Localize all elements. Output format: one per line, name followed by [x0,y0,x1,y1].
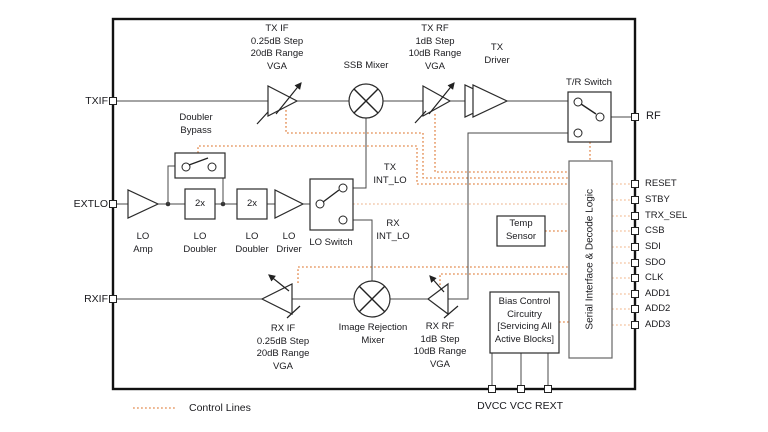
tx-path-wires [117,100,631,118]
pin-label-add1: ADD1 [645,288,671,299]
lo-path-wires [117,118,373,281]
pin-label-rf: RF [646,110,661,122]
pin-label-extlo: EXTLO [73,198,108,210]
pin-rext [544,385,552,393]
pin-add2 [631,305,639,313]
tx-driver-label: TX Driver [484,42,510,66]
tr-switch-box [567,91,612,143]
pin-extlo [109,200,117,208]
pin-label-dvcc: DVCC [477,400,507,412]
lo-doubler-2-box [236,188,268,220]
bias-control-box [489,291,560,354]
tx-rf-vga-label: TX RF 1dB Step 10dB Range VGA [408,23,462,72]
ssb-mixer-label: SSB Mixer [343,60,389,71]
lo-doubler-1-box [184,188,216,220]
pin-label-sdi: SDI [645,241,661,252]
control-line-doubler-bypass [197,145,569,185]
pin-rxif [109,295,117,303]
bias-control-label: Bias Control Circuitry [Servicing All Ac… [494,296,555,345]
pin-label-reset: RESET [645,178,677,189]
legend-control-lines-label: Control Lines [189,402,251,414]
pin-label-add2: ADD2 [645,303,671,314]
ssb-mixer-symbol [348,83,384,119]
image-rejection-mixer-label: Image Rejection Mixer [338,322,408,346]
serial-interface-box [568,160,613,359]
pin-label-stby: STBY [645,194,670,205]
tx-if-vga-symbol [256,82,302,125]
serial-pin-links [612,183,631,326]
temp-sensor-label: Temp Sensor [505,218,537,242]
pin-label-trx-sel: TRX_SEL [645,210,688,221]
tr-switch-label: T/R Switch [566,77,612,88]
lo-switch-box [309,178,354,231]
pin-label-txif: TXIF [85,95,108,107]
control-line-txif-vga [285,110,569,179]
pin-label-clk: CLK [645,272,664,283]
doubler-bypass-switch [174,152,226,179]
control-line-rxrf-vga [439,273,569,285]
rx-int-lo-label: RX INT_LO [376,218,410,242]
pin-label-rxif: RXIF [84,293,108,305]
pin-sdi [631,243,639,251]
rx-rf-vga-label: RX RF 1dB Step 10dB Range VGA [413,321,467,370]
rx-if-vga-symbol [260,274,301,319]
lo-doubler-2-label: LO Doubler [235,231,269,255]
tx-if-vga-label: TX IF 0.25dB Step 20dB Range VGA [250,23,304,72]
rx-path-wires [117,132,575,300]
pin-label-sdo: SDO [645,257,666,268]
rx-if-vga-label: RX IF 0.25dB Step 20dB Range VGA [256,323,310,372]
pin-add3 [631,321,639,329]
doubler-2-label: 2x [246,198,258,209]
lo-driver-symbol [274,189,305,219]
doubler-1-label: 2x [194,198,206,209]
pin-txif [109,97,117,105]
lo-amp-symbol [127,189,160,219]
pin-label-rext: REXT [534,400,564,412]
pin-label-vcc: VCC [509,400,533,412]
pin-stby [631,196,639,204]
pin-clk [631,274,639,282]
lo-switch-label: LO Switch [309,237,353,248]
image-rejection-mixer-symbol [353,280,391,318]
control-line-txrf-vga [434,114,569,173]
tx-driver-symbol [464,84,509,118]
pin-label-add3: ADD3 [645,319,671,330]
pin-trx-sel [631,212,639,220]
tx-rf-vga-symbol [414,82,455,124]
rx-rf-vga-symbol [427,275,459,319]
tx-int-lo-label: TX INT_LO [373,162,407,186]
package-pins [109,97,639,393]
serial-interface-label: Serial Interface & Decode Logic [584,188,596,330]
pin-label-csb: CSB [645,225,665,236]
lo-doubler-1-label: LO Doubler [183,231,217,255]
pin-reset [631,180,639,188]
pin-csb [631,227,639,235]
pin-sdo [631,259,639,267]
control-line-rxif-vga [297,266,569,283]
doubler-bypass-label: Doubler Bypass [179,112,213,136]
pin-add1 [631,290,639,298]
lo-driver-label: LO Driver [276,231,302,255]
temp-sensor-box [496,215,546,247]
pin-vcc [517,385,525,393]
pin-rf [631,113,639,121]
lo-amp-label: LO Amp [133,231,153,255]
control-lines [197,110,591,323]
bias-wires [491,353,549,387]
pin-dvcc [488,385,496,393]
